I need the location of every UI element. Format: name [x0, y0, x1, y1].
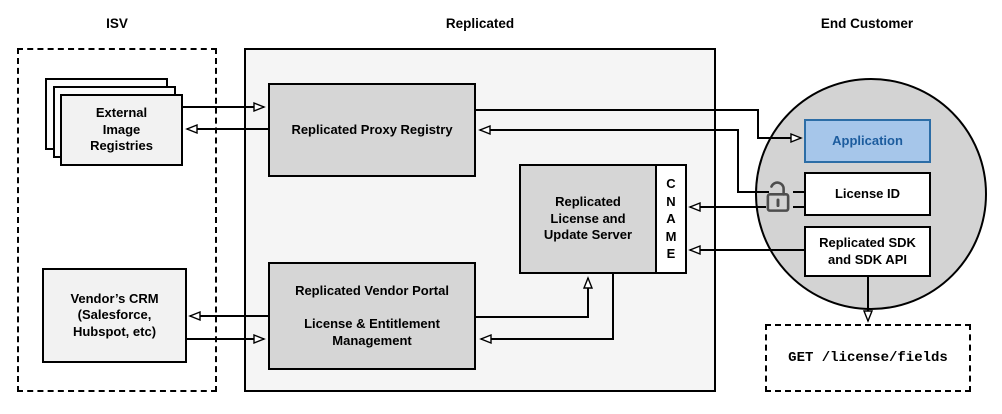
application-node: Application: [804, 119, 931, 163]
replicated-proxy-registry-node: Replicated Proxy Registry: [268, 83, 476, 177]
section-label-end-customer: End Customer: [820, 16, 914, 31]
license-id-node: License ID: [804, 172, 931, 216]
section-label-replicated: Replicated: [445, 16, 515, 31]
replicated-sdk-node: Replicated SDK and SDK API: [804, 226, 931, 277]
vendor-crm-node: Vendor’s CRM (Salesforce, Hubspot, etc): [42, 268, 187, 363]
section-label-isv: ISV: [106, 16, 128, 31]
get-license-fields-box: GET /license/fields: [765, 324, 971, 392]
license-update-server-node: Replicated License and Update Server: [519, 164, 657, 274]
unlock-icon: [766, 181, 790, 212]
replicated-vendor-portal-node: Replicated Vendor Portal License & Entit…: [268, 262, 476, 370]
cname-strip: C N A M E: [655, 164, 687, 274]
external-image-registries-node: External Image Registries: [60, 94, 183, 166]
